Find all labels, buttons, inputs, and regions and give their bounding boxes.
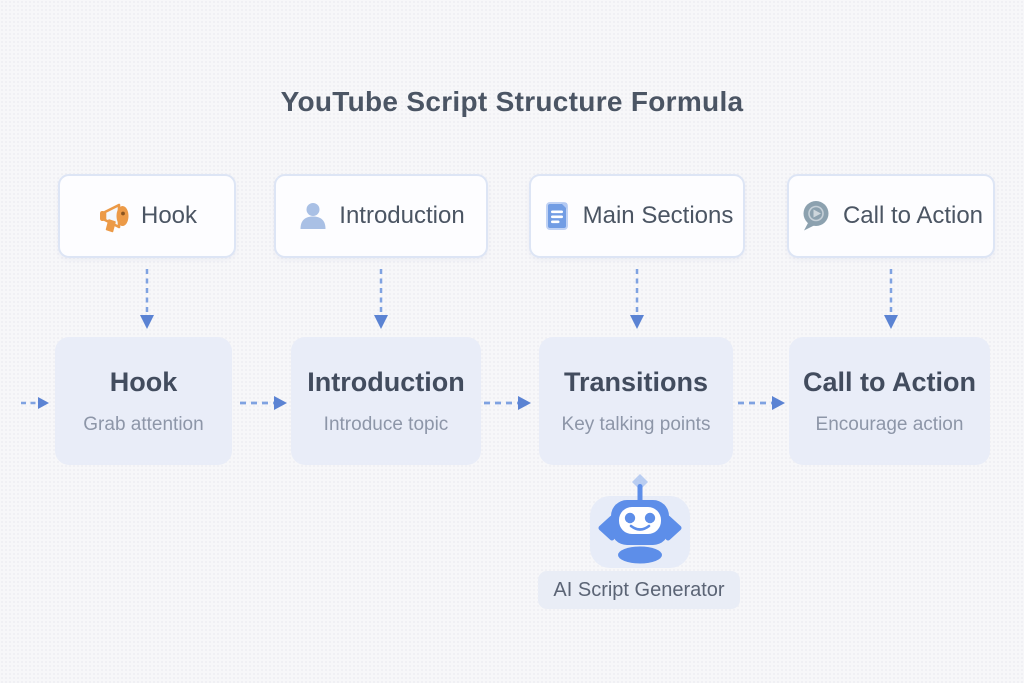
top-node-introduction: Introduction (274, 174, 488, 258)
arrow-down-main-sections (630, 269, 644, 329)
arrow-down-call-to-action (884, 269, 898, 329)
arrow-right-inlet (21, 397, 49, 409)
page-title: YouTube Script Structure Formula (280, 86, 744, 117)
megaphone-icon (97, 199, 131, 233)
ai-script-generator-label: AI Script Generator (538, 571, 740, 609)
arrow-down-hook (140, 269, 154, 329)
arrow-right-transitions-to-cta (738, 396, 785, 410)
step-title: Hook (109, 366, 178, 397)
top-node-label: Introduction (339, 202, 465, 229)
step-title: Call to Action (803, 366, 976, 397)
arrow-down-introduction (374, 269, 388, 329)
step-transitions: Transitions Key talking points (539, 337, 733, 465)
step-call-to-action: Call to Action Encourage action (789, 337, 990, 465)
person-icon (297, 200, 329, 232)
step-title: Transitions (563, 366, 709, 397)
step-introduction: Introduction Introduce topic (291, 337, 481, 465)
top-node-call-to-action: Call to Action (787, 174, 995, 258)
top-node-main-sections: Main Sections (529, 174, 745, 258)
arrow-right-hook-to-introduction (240, 396, 287, 410)
top-node-label: Hook (140, 202, 198, 229)
document-icon (541, 200, 573, 232)
top-node-label: Call to Action (842, 202, 984, 229)
step-title: Introduction (307, 366, 465, 397)
speech-bubble-play-icon (799, 199, 833, 233)
step-subtitle: Grab attention (83, 413, 204, 435)
arrow-right-introduction-to-transitions (484, 396, 531, 410)
step-subtitle: Introduce topic (323, 413, 449, 435)
robot-icon (578, 470, 702, 574)
top-node-label: Main Sections (582, 202, 734, 229)
step-hook: Hook Grab attention (55, 337, 232, 465)
top-node-hook: Hook (58, 174, 236, 258)
step-subtitle: Key talking points (561, 413, 711, 435)
step-subtitle: Encourage action (815, 413, 964, 435)
